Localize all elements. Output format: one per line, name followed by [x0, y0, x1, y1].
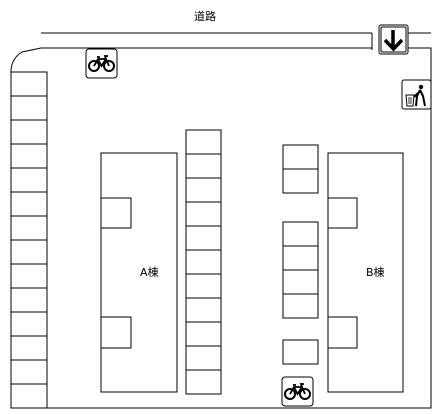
parking-space: [10, 167, 48, 193]
parking-space: [282, 221, 319, 247]
parking-space: [282, 269, 319, 295]
parking-space: [10, 359, 48, 385]
road-label: 道路: [194, 9, 216, 23]
parking-space: [185, 249, 222, 275]
parking-space: [10, 263, 48, 289]
parking-space: [282, 339, 319, 365]
parking-space: [282, 168, 319, 194]
parking-space: [185, 129, 222, 155]
parking-space: [185, 153, 222, 179]
parking-space: [185, 345, 222, 371]
trash-disposal-icon: [401, 79, 432, 110]
building-a: A棟: [100, 152, 178, 393]
parking-space: [10, 383, 48, 409]
parking-space: [10, 119, 48, 145]
parking-space: [185, 321, 222, 347]
parking-column-left: [10, 71, 48, 409]
parking-column-center: [185, 129, 222, 395]
parking-space: [10, 71, 48, 97]
parking-space: [10, 95, 48, 121]
building-b: B棟: [327, 152, 404, 393]
bicycle-icon: [281, 376, 314, 407]
road-boundary: [41, 32, 431, 50]
parking-space: [282, 293, 319, 319]
parking-space: [185, 225, 222, 251]
parking-space: [10, 143, 48, 169]
parking-space: [282, 144, 319, 170]
parking-space: [10, 287, 48, 313]
bicycle-icon: [85, 48, 118, 79]
parking-space: [10, 191, 48, 217]
building-b-label: B棟: [366, 265, 385, 279]
site-outline: [10, 47, 432, 409]
parking-space: [185, 273, 222, 299]
parking-space: [185, 369, 222, 395]
parking-space: [10, 239, 48, 265]
parking-space: [185, 297, 222, 323]
parking-space: [282, 245, 319, 271]
parking-space: [10, 215, 48, 241]
parking-space: [10, 311, 48, 337]
parking-space: [185, 201, 222, 227]
building-a-label: A棟: [140, 265, 159, 279]
parking-space: [185, 177, 222, 203]
down-arrow-icon: [378, 24, 409, 55]
parking-column-right: [282, 144, 319, 365]
parking-space: [10, 335, 48, 361]
